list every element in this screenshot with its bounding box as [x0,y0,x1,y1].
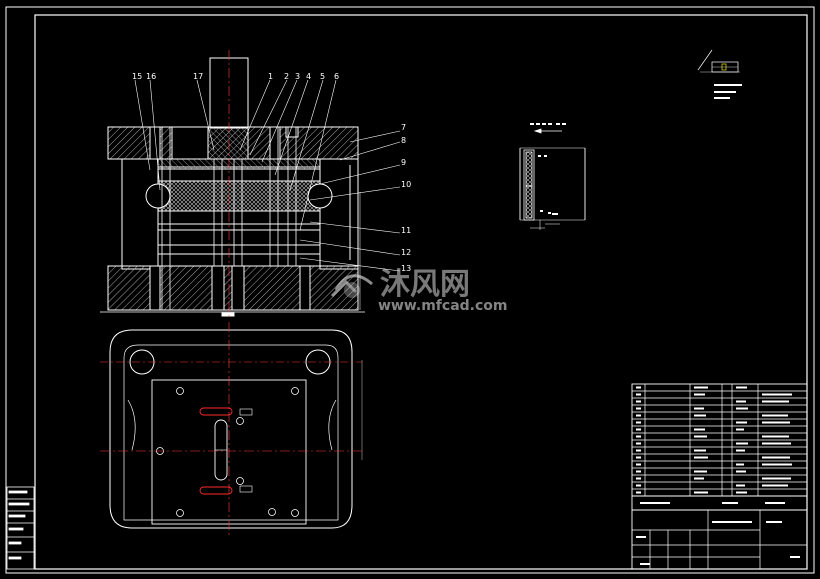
bom-glyph-mark [694,414,706,417]
bom-glyph-mark [736,400,746,403]
bom-glyph-mark [636,393,641,396]
title-glyph-mark [636,536,646,538]
bom-glyph-mark [636,421,641,424]
bom-glyph-mark [736,484,745,487]
bom-glyph-mark [636,386,641,389]
bom-glyph-mark [694,470,707,473]
bom-glyph-mark [694,456,708,459]
part-number-label: 12 [401,248,411,257]
bom-glyph-mark [694,477,704,480]
title-glyph-mark [722,502,738,504]
bom-glyph-mark [694,386,708,389]
bom-glyph-mark [636,491,641,494]
bom-glyph-mark [636,414,641,417]
bom-glyph-mark [762,484,788,487]
bom-glyph-mark [694,435,707,438]
bom-glyph-mark [636,442,641,445]
die-plan-view [100,322,363,535]
die-plate [157,223,321,255]
bom-glyph-mark [636,428,641,431]
part-number-leaders [134,79,401,272]
part-number-label: 13 [401,264,411,273]
title-glyph-mark [712,521,752,523]
bom-glyph-mark [736,442,748,445]
part-numbers: 15 16 17 1 2 3 4 5 6 7 8 9 10 11 12 13 [132,72,411,273]
bom-glyph-mark [762,456,790,459]
lower-die-outline [109,329,353,529]
part-number-label: 7 [401,123,406,132]
title-glyph-mark [790,556,800,558]
slot-bottom [199,486,233,495]
title-glyph-mark [766,521,782,523]
bom-glyph-mark [694,491,708,494]
bom-glyph-mark [762,442,791,445]
watermark: 沐风网 www.mfcad.com [330,267,508,314]
bom-glyph-mark [694,449,706,452]
bom-glyph-mark [762,421,790,424]
bom-glyph-mark [762,435,789,438]
strip-layout-detail [519,123,586,230]
bom-glyph-mark [736,386,747,389]
bom-glyph-mark [762,477,791,480]
die-front-section-view [100,50,365,320]
part-number-label: 16 [146,72,156,81]
bom-glyph-mark [762,463,792,466]
bom-glyph-mark [694,407,704,410]
bom-glyph-mark [736,470,746,473]
bom-rows [632,390,807,490]
part-number-label: 17 [193,72,203,81]
part-number-label: 15 [132,72,142,81]
part-number-label: 9 [401,158,406,167]
title-glyph-mark [765,502,785,504]
bom-glyph-mark [636,400,641,403]
bom-glyph-mark [636,470,641,473]
margin-stamp-boxes [6,486,35,570]
bom-glyph-mark [694,393,705,396]
part-number-label: 6 [334,72,339,81]
part-number-label: 4 [306,72,311,81]
bom-glyph-mark [636,449,641,452]
part-number-label: 5 [320,72,325,81]
title-glyph-mark [640,563,650,565]
watermark-brand: 沐风网 [380,267,470,302]
bom-glyph-mark [694,428,705,431]
part-number-label: 3 [295,72,300,81]
bom-glyph-mark [636,463,641,466]
bom-glyph-mark [736,449,745,452]
bom-text-marks [636,386,800,565]
watermark-url: www.mfcad.com [378,298,508,314]
bom-glyph-mark [636,477,641,480]
bom-glyph-mark [636,456,641,459]
part-number-label: 2 [284,72,289,81]
part-number-label: 1 [268,72,273,81]
title-block [631,383,808,570]
part-number-label: 8 [401,136,406,145]
bom-glyph-mark [736,407,748,410]
bom-glyph-mark [736,428,744,431]
bom-glyph-mark [736,421,747,424]
part-detail [697,49,742,99]
title-glyph-mark [640,502,670,504]
sheet-border [5,6,815,574]
bom-glyph-mark [636,484,641,487]
bom-glyph-mark [636,407,641,410]
bom-glyph-mark [636,435,641,438]
bom-glyph-mark [762,400,789,403]
bom-glyph-mark [762,414,788,417]
slot-top [199,407,233,416]
punch-plate [157,158,321,170]
bom-glyph-mark [736,463,744,466]
part-number-label: 10 [401,180,411,189]
bom-glyph-mark [736,491,747,494]
part-number-label: 11 [401,226,411,235]
bom-glyph-mark [762,393,792,396]
watermark-logo [330,274,373,298]
